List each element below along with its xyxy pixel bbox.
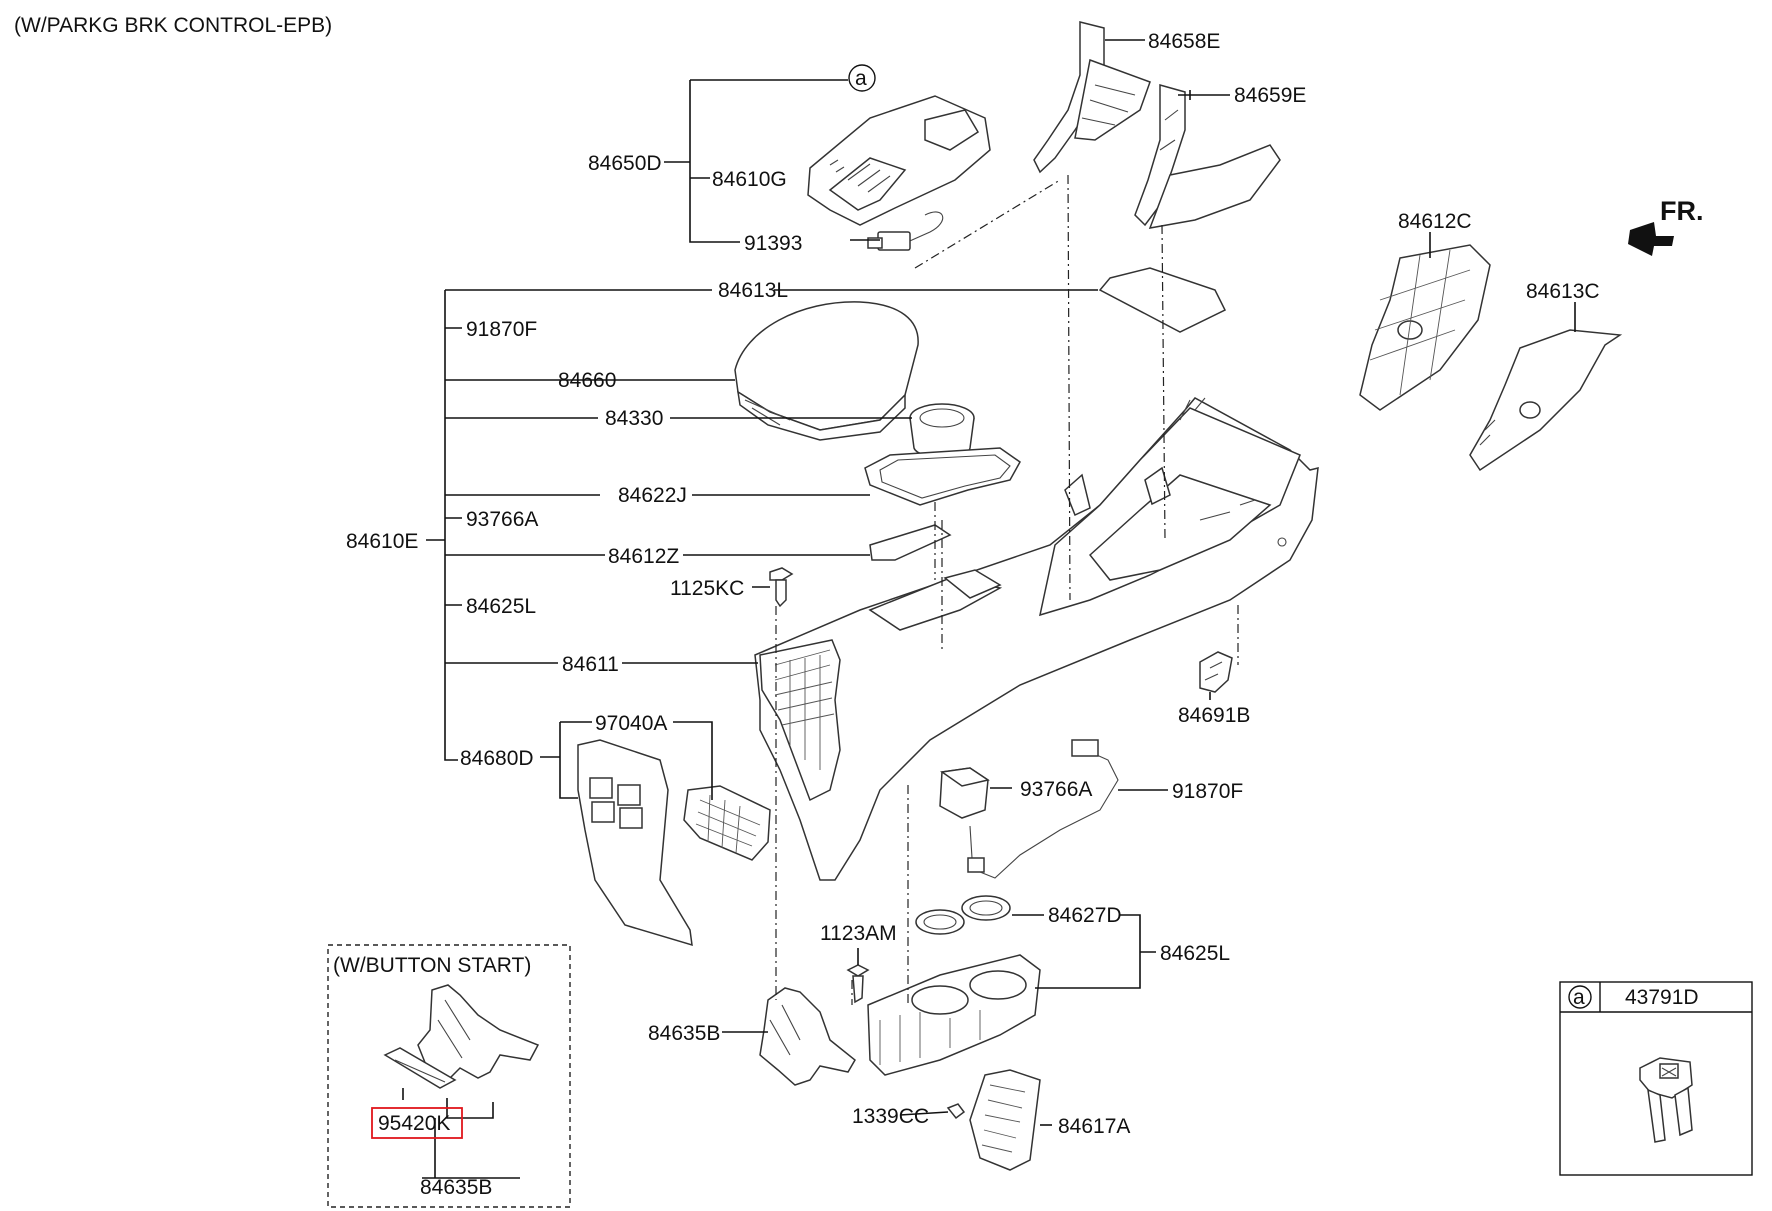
callout-a-circle-icon <box>1568 985 1592 1009</box>
label-91870F-right: 91870F <box>1172 780 1243 803</box>
label-1125KC: 1125KC <box>670 577 744 600</box>
label-84622J: 84622J <box>618 484 687 507</box>
front-label: FR. <box>1660 196 1704 226</box>
leader-lines <box>426 39 1576 1126</box>
part-84330-drawing <box>909 403 975 458</box>
part-84625L-drawing <box>867 954 1041 1076</box>
part-labels: 84658E 84659E 84650D 84610G 91393 84613L… <box>346 30 1600 1199</box>
part-84612C-drawing <box>1359 244 1491 411</box>
part-84610G-drawing <box>807 95 991 226</box>
inset-part-95420K-drawing <box>383 1047 457 1089</box>
label-84611: 84611 <box>562 653 619 676</box>
assembly-centerlines <box>775 174 1239 1005</box>
label-84625L-left: 84625L <box>466 595 536 618</box>
label-84635B-inset: 84635B <box>420 1176 492 1199</box>
label-84610E: 84610E <box>346 530 418 553</box>
label-84658E: 84658E <box>1148 30 1220 53</box>
part-84691B-drawing <box>1199 651 1233 693</box>
label-84613L: 84613L <box>718 279 788 302</box>
part-97040A-drawing <box>683 785 771 861</box>
label-84650D: 84650D <box>588 152 662 175</box>
part-84617A-drawing <box>969 1069 1041 1171</box>
part-91393-drawing <box>867 211 944 251</box>
label-84625L-right: 84625L <box>1160 942 1230 965</box>
part-43791D-drawing <box>1639 1057 1693 1143</box>
part-84660-drawing <box>734 301 919 441</box>
label-84680D: 84680D <box>460 747 534 770</box>
part-84613C-drawing <box>1469 329 1623 472</box>
label-84691B: 84691B <box>1178 704 1250 727</box>
label-1123AM: 1123AM <box>820 922 897 945</box>
part-91870F-drawing <box>979 739 1119 879</box>
callout-a-marker-symbol: a <box>855 67 867 90</box>
callout-detail-box: a 43791D <box>1559 981 1753 1176</box>
front-arrow-icon <box>1628 222 1674 256</box>
part-84635B-main-drawing <box>759 987 856 1086</box>
label-84660: 84660 <box>558 369 616 392</box>
part-84659E-drawing <box>1134 84 1281 229</box>
label-84612C: 84612C <box>1398 210 1472 233</box>
part-84611-drawing <box>754 397 1319 881</box>
label-84659E: 84659E <box>1234 84 1306 107</box>
part-93766A-drawing <box>939 767 990 873</box>
button-start-inset-frame <box>327 944 571 1208</box>
label-84617A: 84617A <box>1058 1115 1130 1138</box>
label-97040A: 97040A <box>595 712 667 735</box>
label-84330: 84330 <box>605 407 663 430</box>
label-93766A-left: 93766A <box>466 508 538 531</box>
highlight-box-95420K <box>371 1107 463 1139</box>
part-1123AM-drawing <box>846 964 870 1004</box>
label-93766A-right: 93766A <box>1020 778 1092 801</box>
label-84613C: 84613C <box>1526 280 1600 303</box>
label-91393: 91393 <box>744 232 802 255</box>
part-84612Z-drawing <box>869 524 952 561</box>
part-84622J-drawing <box>864 447 1021 506</box>
label-1339CC: 1339CC <box>852 1105 929 1128</box>
part-1339CC-drawing <box>946 1103 966 1120</box>
diagram-title: (W/PARKG BRK CONTROL-EPB) <box>14 14 332 37</box>
label-84627D: 84627D <box>1048 904 1122 927</box>
part-84627D-drawing <box>915 895 1011 935</box>
inset-part-84635B-drawing <box>417 984 540 1081</box>
callout-a-marker-icon <box>848 64 876 92</box>
part-1125KC-drawing <box>769 567 794 608</box>
label-95420K: 95420K <box>378 1112 450 1135</box>
part-84658E-drawing <box>1033 21 1151 174</box>
label-91870F-top: 91870F <box>466 318 537 341</box>
label-84612Z: 84612Z <box>608 545 679 568</box>
label-84635B-main: 84635B <box>648 1022 720 1045</box>
label-84610G: 84610G <box>712 168 787 191</box>
button-start-inset-title: (W/BUTTON START) <box>333 954 531 977</box>
callout-a-symbol: a <box>1573 986 1585 1009</box>
front-direction-indicator: FR. <box>1628 196 1704 256</box>
callout-detail-part-number: 43791D <box>1625 986 1699 1009</box>
part-84680D-drawing <box>577 739 693 947</box>
part-84613L-drawing <box>1098 267 1227 333</box>
